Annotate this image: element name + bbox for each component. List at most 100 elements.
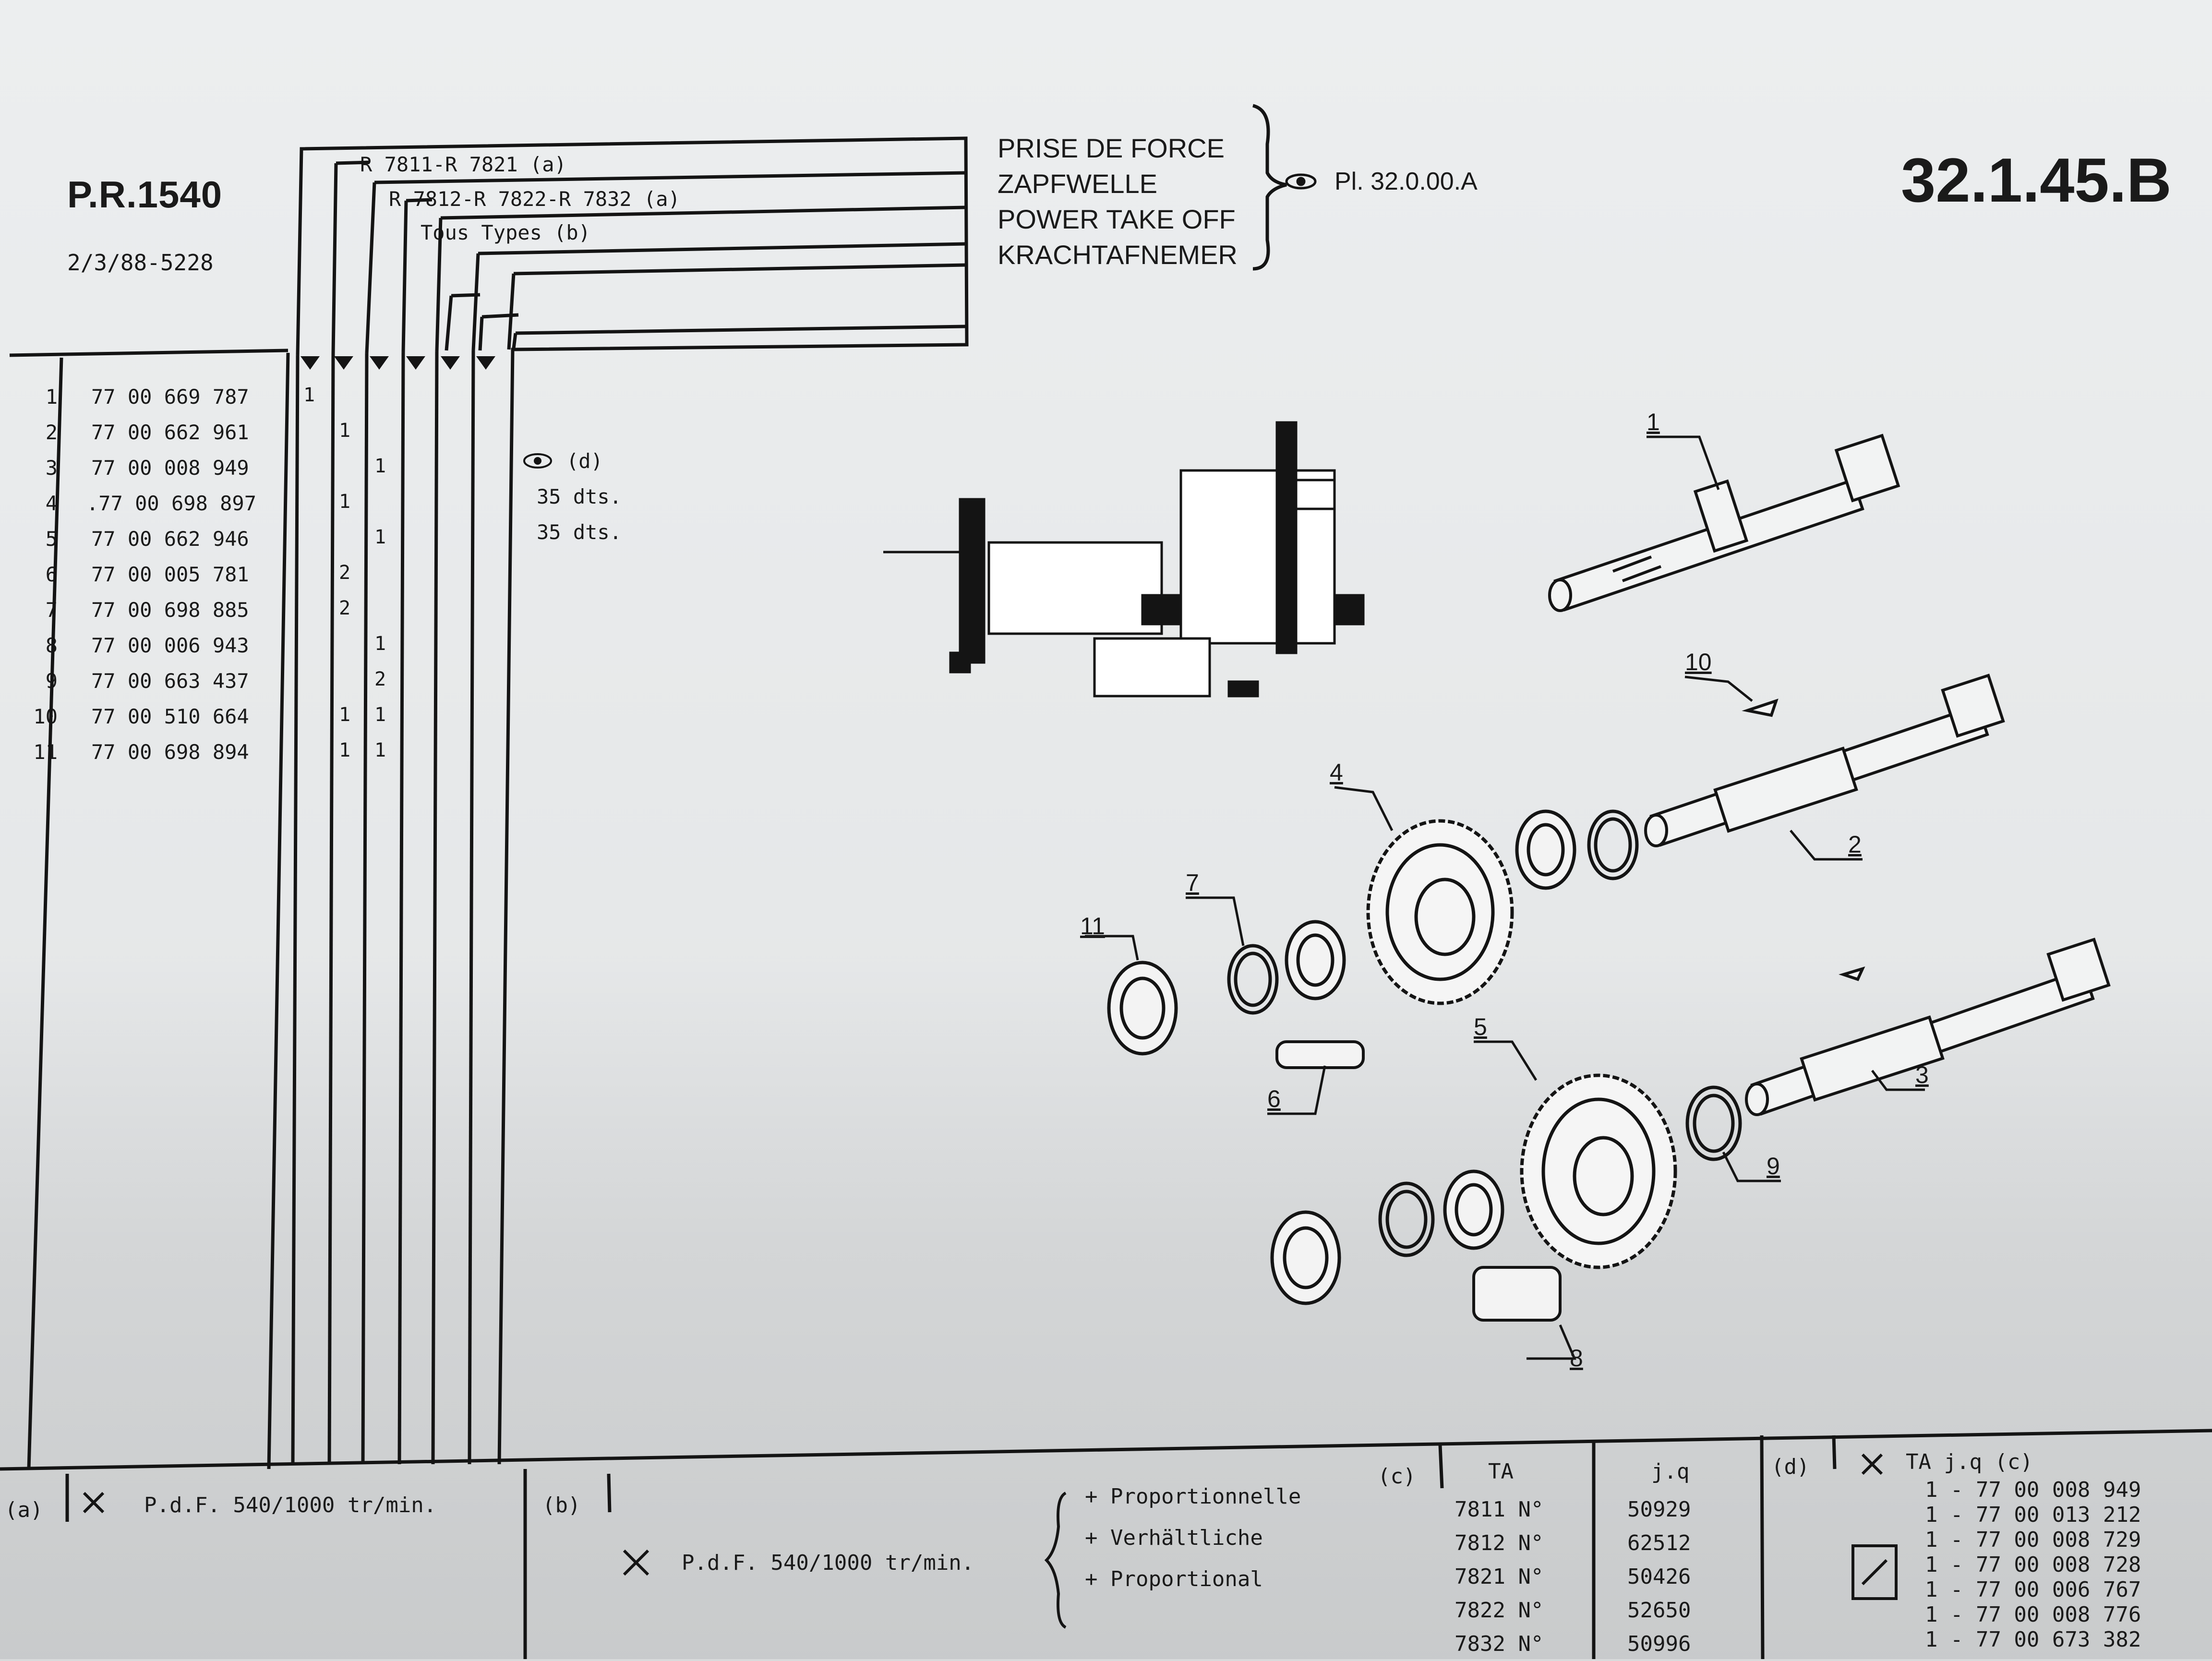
footer-c-header-ta: TA <box>1488 1459 1514 1484</box>
note-box-icon <box>1851 1544 1898 1600</box>
gear-icon <box>1366 819 1514 1005</box>
footer-c-jq: 50996 <box>1627 1632 1691 1656</box>
note-row4: 35 dts. <box>537 485 622 508</box>
qty-row8-col3: 1 <box>374 633 386 655</box>
qty-row10-col3: 1 <box>374 704 386 726</box>
wrench-icon <box>83 1453 1883 1576</box>
footer-c-jq: 52650 <box>1627 1598 1691 1623</box>
section-title-en: POWER TAKE OFF <box>998 204 1236 234</box>
footer-a-text: P.d.F. 540/1000 tr/min. <box>144 1493 437 1517</box>
footer-c-ta: 7821 N° <box>1455 1565 1544 1589</box>
bearing-icon <box>1107 809 1576 1305</box>
table-frame <box>0 136 2212 1659</box>
footer-c-jq-col: 50929 62512 50426 52650 50996 <box>1627 1493 1691 1661</box>
footer-c-jq: 62512 <box>1627 1531 1691 1555</box>
catalog-ref: P.R.1540 <box>67 173 223 216</box>
footer-c-jq: 50929 <box>1627 1497 1691 1522</box>
footer-d-row: 1 - 77 00 673 382 <box>1925 1627 2141 1652</box>
footer-b-label: (b) <box>542 1493 581 1517</box>
callout-6: 6 <box>1267 1085 1281 1112</box>
footer-b-option: + Proportionnelle <box>1085 1484 1301 1509</box>
footer-d-row: 1 - 77 00 008 776 <box>1925 1602 2141 1627</box>
footer-d-row: 1 - 77 00 008 728 <box>1925 1553 2141 1577</box>
shaft-2 <box>1644 674 2005 847</box>
section-titles: PRISE DE FORCE ZAPFWELLE POWER TAKE OFF … <box>998 131 1238 273</box>
column-header-3: Tous Types (b) <box>421 221 591 244</box>
footer-d-row: 1 - 77 00 008 729 <box>1925 1528 2141 1552</box>
footer-c-label: (c) <box>1378 1464 1416 1489</box>
qty-row3-col3: 1 <box>374 455 386 477</box>
callout-10: 10 <box>1685 649 1712 675</box>
footer-brace <box>1044 1492 1067 1629</box>
eye-icon <box>523 453 552 469</box>
page-number: 32.1.45.B <box>1901 145 2172 215</box>
qty-row11-col3: 1 <box>374 739 386 761</box>
qty-row11-col2: 1 <box>339 739 351 761</box>
footer-d-row: 1 - 77 00 006 767 <box>1925 1577 2141 1602</box>
footer-d-row: 1 - 77 00 008 949 <box>1925 1478 2141 1502</box>
footer-a-label: (a) <box>5 1498 43 1522</box>
column-arrows <box>301 356 495 370</box>
callout-9: 9 <box>1767 1153 1780 1180</box>
gear-icon <box>1520 1073 1677 1269</box>
callout-11: 11 <box>1080 913 1105 939</box>
footer-c-ta: 7822 N° <box>1455 1598 1544 1623</box>
qty-row4-col2: 1 <box>339 491 351 513</box>
qty-row9-col3: 2 <box>374 668 386 690</box>
footer-c-header-jq: j.q <box>1651 1459 1690 1484</box>
footer-b-option: + Proportional <box>1085 1567 1263 1591</box>
callout-1: 1 <box>1647 409 1660 435</box>
footer-c-ta-col: 7811 N° 7812 N° 7821 N° 7822 N° 7832 N° <box>1455 1493 1543 1661</box>
footer-d-header: TA j.q (c) <box>1906 1450 2033 1474</box>
footer-c-ta: 7832 N° <box>1455 1632 1544 1656</box>
column-header-2: R 7812-R 7822-R 7832 (a) <box>389 187 680 211</box>
shaft-1 <box>1548 433 1900 612</box>
qty-row5-col3: 1 <box>374 526 386 548</box>
section-title-nl: KRACHTAFNEMER <box>998 240 1238 270</box>
callout-4: 4 <box>1330 759 1343 786</box>
date-code: 2/3/88-5228 <box>67 250 214 276</box>
leader-lines <box>1085 435 1925 1360</box>
callout-2: 2 <box>1848 831 1862 858</box>
assembly-sketch <box>883 421 1365 698</box>
column-header-1: R 7811-R 7821 (a) <box>360 153 566 176</box>
pin-icon <box>1275 698 1865 1322</box>
plate-ref: Pl. 32.0.00.A <box>1334 168 1478 195</box>
note-row3-marker: (d) <box>566 449 603 473</box>
qty-row10-col2: 1 <box>339 704 351 726</box>
note-row5: 35 dts. <box>537 520 622 544</box>
ring-icon <box>1227 809 1742 1257</box>
footer-c-ta: 7812 N° <box>1455 1531 1544 1555</box>
section-title-de: ZAPFWELLE <box>998 169 1157 199</box>
footer-b-text: P.d.F. 540/1000 tr/min. <box>682 1551 974 1575</box>
footer-d-label: (d) <box>1771 1455 1810 1479</box>
eye-icon <box>1285 173 1317 190</box>
shaft-3 <box>1745 938 2111 1116</box>
qty-row7-col2: 2 <box>339 597 351 619</box>
callout-8: 8 <box>1570 1345 1583 1372</box>
qty-row2-col2: 1 <box>339 420 351 442</box>
footer-b-options: + Proportionnelle + Verhältliche + Propo… <box>1085 1476 1301 1600</box>
callout-7: 7 <box>1186 869 1199 896</box>
footer-c-jq: 50426 <box>1627 1565 1691 1589</box>
callout-3: 3 <box>1915 1061 1929 1088</box>
footer-c-ta: 7811 N° <box>1455 1497 1544 1522</box>
section-title-fr: PRISE DE FORCE <box>998 133 1225 163</box>
qty-row1-col1: 1 <box>303 384 315 406</box>
callout-5: 5 <box>1474 1013 1487 1040</box>
table-row: 4.77 00 698 897 <box>45 492 257 515</box>
footer-d-list: 1 - 77 00 008 949 1 - 77 00 013 212 1 - … <box>1925 1478 2141 1652</box>
section-brace <box>1252 104 1287 271</box>
footer-d-row: 1 - 77 00 013 212 <box>1925 1503 2141 1527</box>
footer-b-option: + Verhältliche <box>1085 1526 1263 1550</box>
